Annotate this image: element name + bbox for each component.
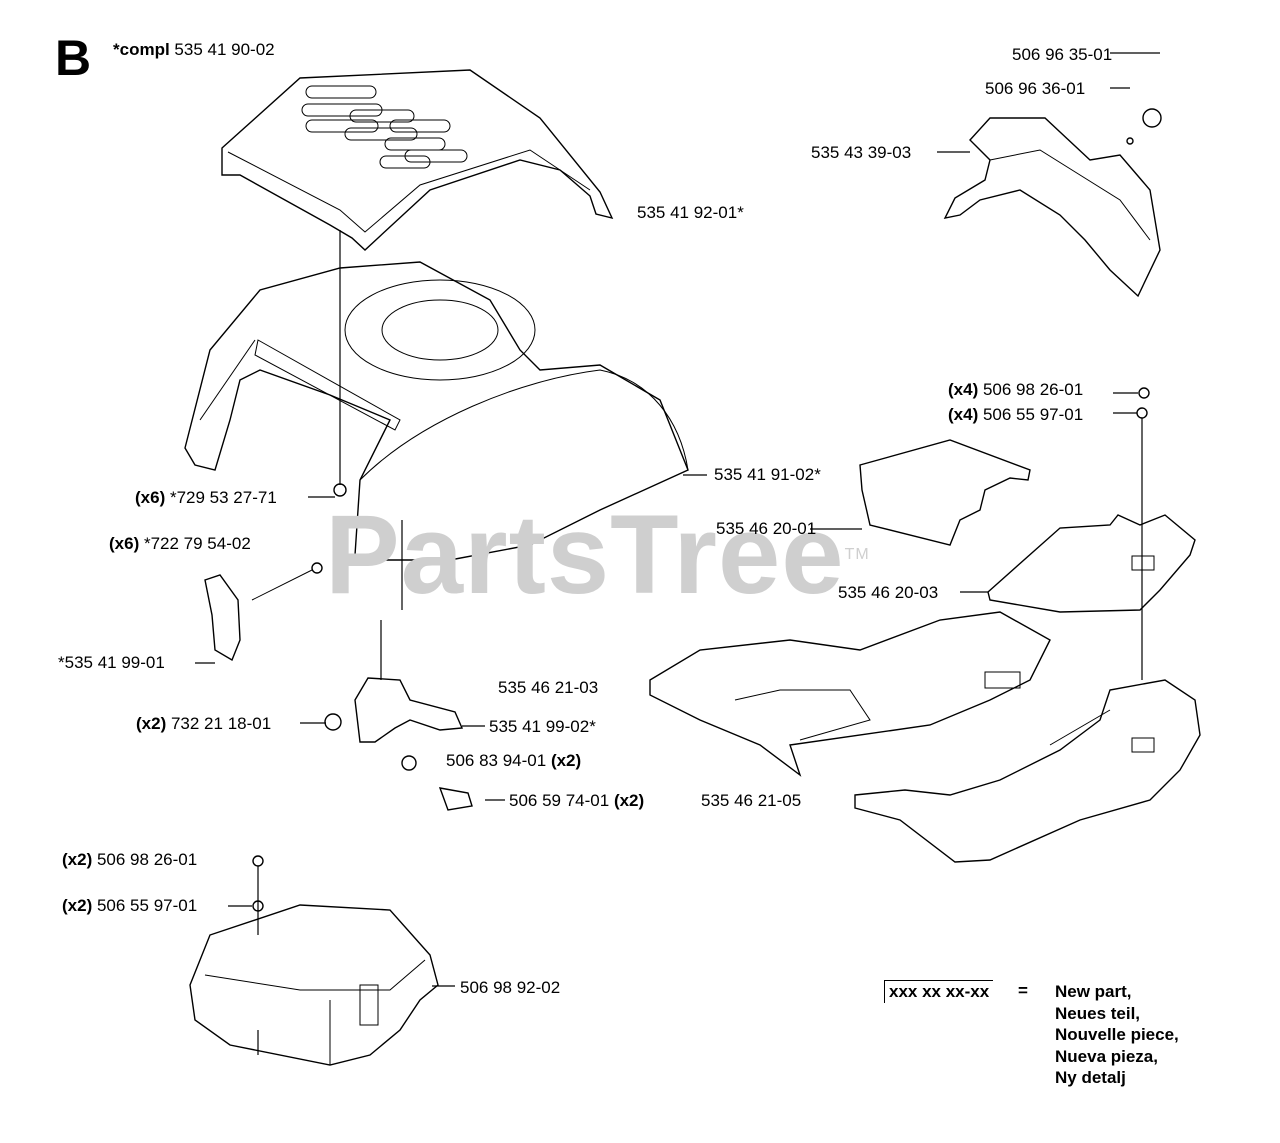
floor-mat-part [649,611,1051,777]
main-hood-part [184,261,689,561]
part-label: (x2) 732 21 18-01 [136,714,272,733]
part-label: (x4) 506 98 26-01 [948,380,1084,399]
part-label: 506 96 36-01 [985,79,1086,98]
mat-medium-part [987,514,1196,613]
part-label: (x4) 506 55 97-01 [948,405,1084,424]
part-label: (x6) *722 79 54-02 [109,534,251,553]
legend-line: Nueva pieza, [1055,1046,1158,1066]
legend-equals: = [1018,981,1028,1000]
part-label: 535 41 92-01* [637,203,744,222]
part-label: 506 96 35-01 [1012,45,1113,64]
part-label: 535 41 99-02* [489,717,596,736]
legend-text: New part, Neues teil, Nouvelle piece, Nu… [1055,981,1179,1089]
legend-line: Ny detalj [1055,1068,1126,1087]
part-label: 506 98 92-02 [460,978,561,997]
part-label: 535 46 20-03 [838,583,939,602]
leader-lines [195,52,1160,1055]
part-label: 535 41 91-02* [714,465,821,484]
part-label: *535 41 99-01 [58,653,165,672]
part-label: 535 43 39-03 [811,143,912,162]
part-label: (x2) 506 98 26-01 [62,850,198,869]
part-label: 506 59 74-01 (x2) [509,791,645,810]
legend-code: xxx xx xx-xx [884,980,994,1003]
complete-assembly-label: *compl 535 41 90-02 [113,40,275,59]
legend-line: New part, [1055,982,1132,1001]
legend-line: Neues teil, [1055,1003,1141,1023]
part-label: (x6) *729 53 27-71 [135,488,277,507]
part-label: 535 46 21-03 [498,678,599,697]
bottom-cover-part [189,904,439,1066]
part-label: 535 46 21-05 [701,791,802,810]
left-bracket-part [204,566,319,662]
legend-line: Nouvelle piece, [1055,1025,1179,1044]
section-letter: B [55,30,92,86]
right-shield-part [943,108,1162,298]
part-label: 506 83 94-01 (x2) [446,751,582,770]
part-label: 535 46 20-01 [716,519,817,538]
floor-mat-large-part [854,679,1201,863]
watermark: PartsTreeTM [325,492,870,617]
center-bracket-part [324,677,473,811]
part-label: (x2) 506 55 97-01 [62,896,198,915]
top-cover-part [221,69,614,251]
mat-small-part [859,439,1031,546]
